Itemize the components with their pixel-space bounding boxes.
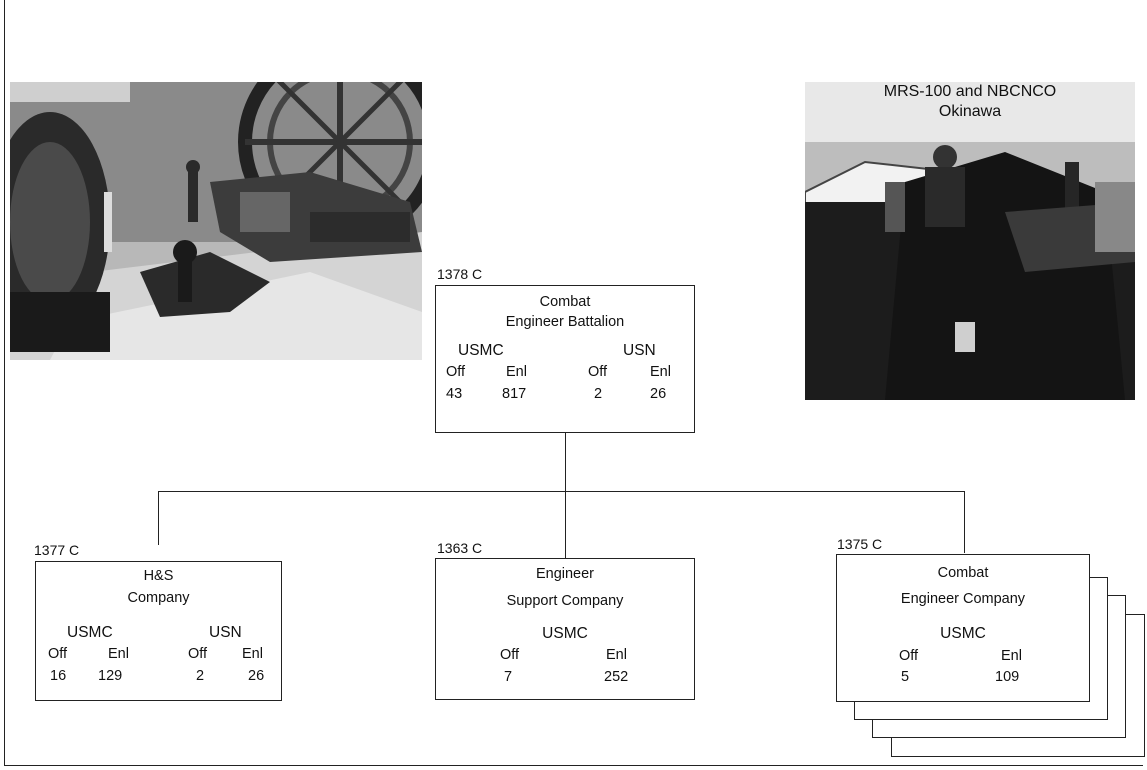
engineer-company-title-1: Combat	[937, 565, 989, 581]
support-company-box: Engineer Support Company USMC Off Enl 7 …	[435, 558, 695, 700]
battalion-usmc-label: USMC	[458, 342, 504, 359]
engineer-enl-label: Enl	[1001, 648, 1022, 664]
battalion-usmc-off: 43	[446, 386, 463, 402]
battalion-usn-enl: 26	[650, 386, 667, 402]
hs-company-box: H&S Company USMC USN Off Enl Off Enl 16 …	[35, 561, 282, 701]
engineer-off-label: Off	[899, 648, 919, 664]
connector-trunk	[565, 432, 566, 558]
battalion-usn-off: 2	[594, 386, 603, 402]
vehicle-photo: MRS-100 and NBCNCO Okinawa	[805, 82, 1135, 400]
battalion-usmc-off-label: Off	[446, 364, 466, 380]
engineer-company-code: 1375 C	[837, 536, 883, 552]
hs-usn-enl-label: Enl	[242, 646, 263, 662]
support-company-title-2: Support Company	[506, 593, 624, 609]
hs-usn-enl: 26	[248, 668, 265, 684]
hs-usmc-off: 16	[50, 668, 67, 684]
hs-usn-off-label: Off	[188, 646, 208, 662]
hs-company-title-1: H&S	[143, 568, 174, 584]
hs-usmc-enl: 129	[98, 668, 123, 684]
support-off-label: Off	[500, 647, 520, 663]
support-usmc-enl: 252	[604, 669, 629, 685]
photo-caption-line-1: MRS-100 and NBCNCO	[883, 83, 1057, 100]
hs-usn-label: USN	[209, 624, 242, 641]
support-enl-label: Enl	[606, 647, 627, 663]
photo-caption-line-2: Okinawa	[938, 103, 1002, 120]
connector-bus	[158, 491, 965, 492]
hs-usmc-enl-label: Enl	[108, 646, 129, 662]
support-usmc-label: USMC	[542, 625, 588, 642]
battalion-title-2: Engineer Battalion	[505, 314, 625, 330]
battalion-usn-label: USN	[623, 342, 656, 359]
hs-company-code: 1377 C	[34, 542, 80, 558]
engineer-usmc-label: USMC	[940, 625, 986, 642]
engineer-company-box: Combat Engineer Company USMC Off Enl 5 1…	[836, 554, 1090, 702]
battalion-usn-off-label: Off	[588, 364, 608, 380]
support-company-title-1: Engineer	[535, 566, 595, 582]
diagram-frame	[4, 0, 1143, 766]
engineer-company-title-2: Engineer Company	[900, 591, 1026, 607]
hs-usmc-label: USMC	[67, 624, 113, 641]
connector-right	[964, 491, 965, 553]
equipment-photo	[10, 82, 422, 360]
battalion-usn-enl-label: Enl	[650, 364, 671, 380]
hs-usmc-off-label: Off	[48, 646, 68, 662]
battalion-code: 1378 C	[437, 266, 483, 282]
engineer-usmc-off: 5	[901, 669, 910, 685]
battalion-title-1: Combat	[539, 294, 591, 310]
hs-usn-off: 2	[196, 668, 205, 684]
engineer-usmc-enl: 109	[995, 669, 1020, 685]
support-company-code: 1363 C	[437, 540, 483, 556]
connector-left	[158, 491, 159, 545]
photo-caption: MRS-100 and NBCNCO Okinawa	[805, 82, 1135, 122]
hs-company-title-2: Company	[127, 590, 190, 606]
battalion-usmc-enl-label: Enl	[506, 364, 527, 380]
battalion-usmc-enl: 817	[502, 386, 527, 402]
battalion-box: Combat Engineer Battalion USMC USN Off E…	[435, 285, 695, 433]
support-usmc-off: 7	[504, 669, 513, 685]
